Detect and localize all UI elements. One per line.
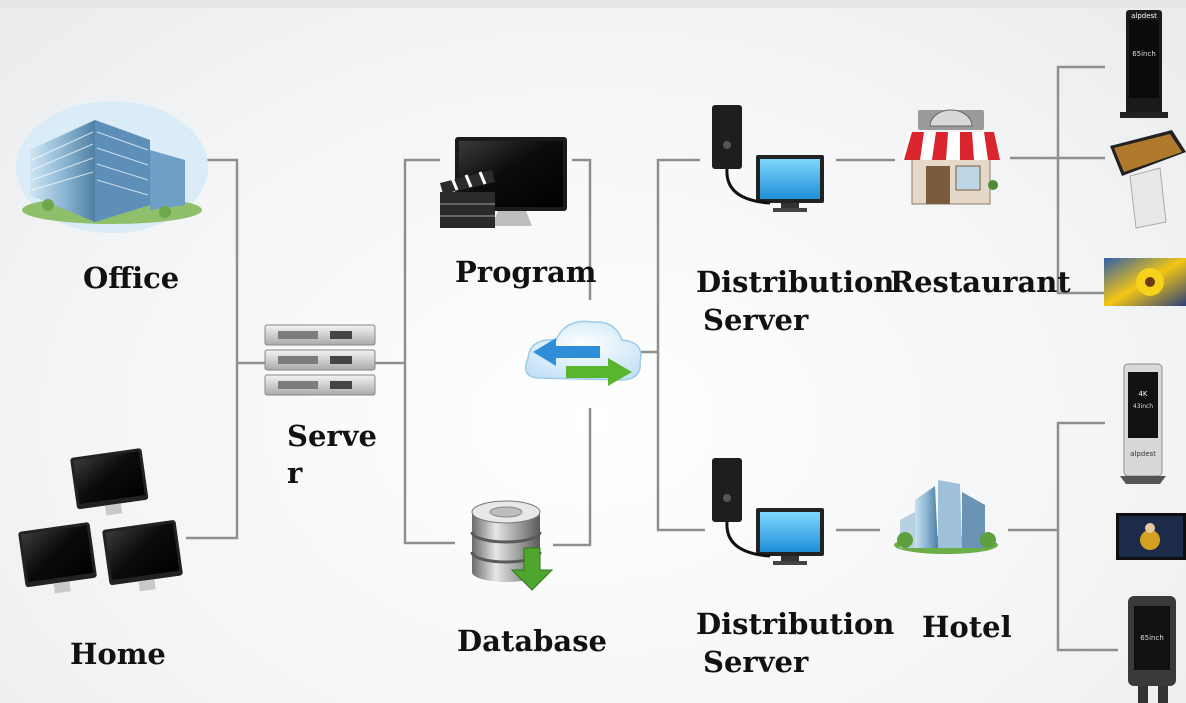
- distribution-server-bottom-line2: Server: [703, 645, 809, 679]
- cloud-sync-icon: [525, 320, 642, 386]
- connector-lines: [186, 65, 1118, 652]
- kiosk-mid-brand: alpdest: [1130, 450, 1156, 458]
- database-icon: [470, 500, 554, 591]
- touch-table-kiosk: [1110, 130, 1186, 229]
- digital-kiosk-top: alpdest 65inch: [1120, 10, 1168, 118]
- kiosk-mid-size: 43inch: [1133, 403, 1153, 410]
- kiosk-top-size: 65inch: [1132, 50, 1156, 58]
- database-label: Database: [457, 624, 607, 658]
- office-building-icon: [16, 101, 208, 233]
- kiosk-top-brand: alpdest: [1131, 12, 1157, 20]
- digital-kiosk-middle: 4K 43inch alpdest: [1120, 363, 1166, 484]
- server-label-line2: r: [287, 456, 303, 490]
- hotel-building-icon: [894, 480, 998, 554]
- clapperboard-icon: [440, 170, 495, 228]
- kiosk-bottom-size: 65inch: [1140, 634, 1164, 642]
- restaurant-label: Restaurant: [890, 265, 1071, 299]
- distribution-pc-top-icon: [712, 105, 824, 212]
- hotel-label: Hotel: [922, 610, 1012, 644]
- program-monitor-icon: [440, 137, 567, 228]
- server-rack-icon: [264, 324, 376, 396]
- outdoor-kiosk-bottom: 65inch: [1128, 596, 1176, 703]
- program-label: Program: [455, 255, 597, 289]
- distribution-pc-bottom-icon: [712, 458, 824, 565]
- home-label: Home: [70, 637, 166, 671]
- display-screen-flower: [1104, 258, 1186, 306]
- distribution-server-top-line2: Server: [703, 303, 809, 337]
- kiosk-mid-4k: 4K: [1138, 390, 1147, 398]
- top-bar: [0, 0, 1186, 8]
- display-screen-rider: [1116, 513, 1186, 560]
- home-computers-icon: [18, 448, 183, 594]
- office-label: Office: [83, 261, 180, 295]
- restaurant-store-icon: [902, 109, 1000, 205]
- server-label-line1: Serve: [287, 419, 377, 453]
- distribution-server-top-line1: Distribution: [696, 265, 895, 299]
- distribution-server-bottom-line1: Distribution: [696, 607, 895, 641]
